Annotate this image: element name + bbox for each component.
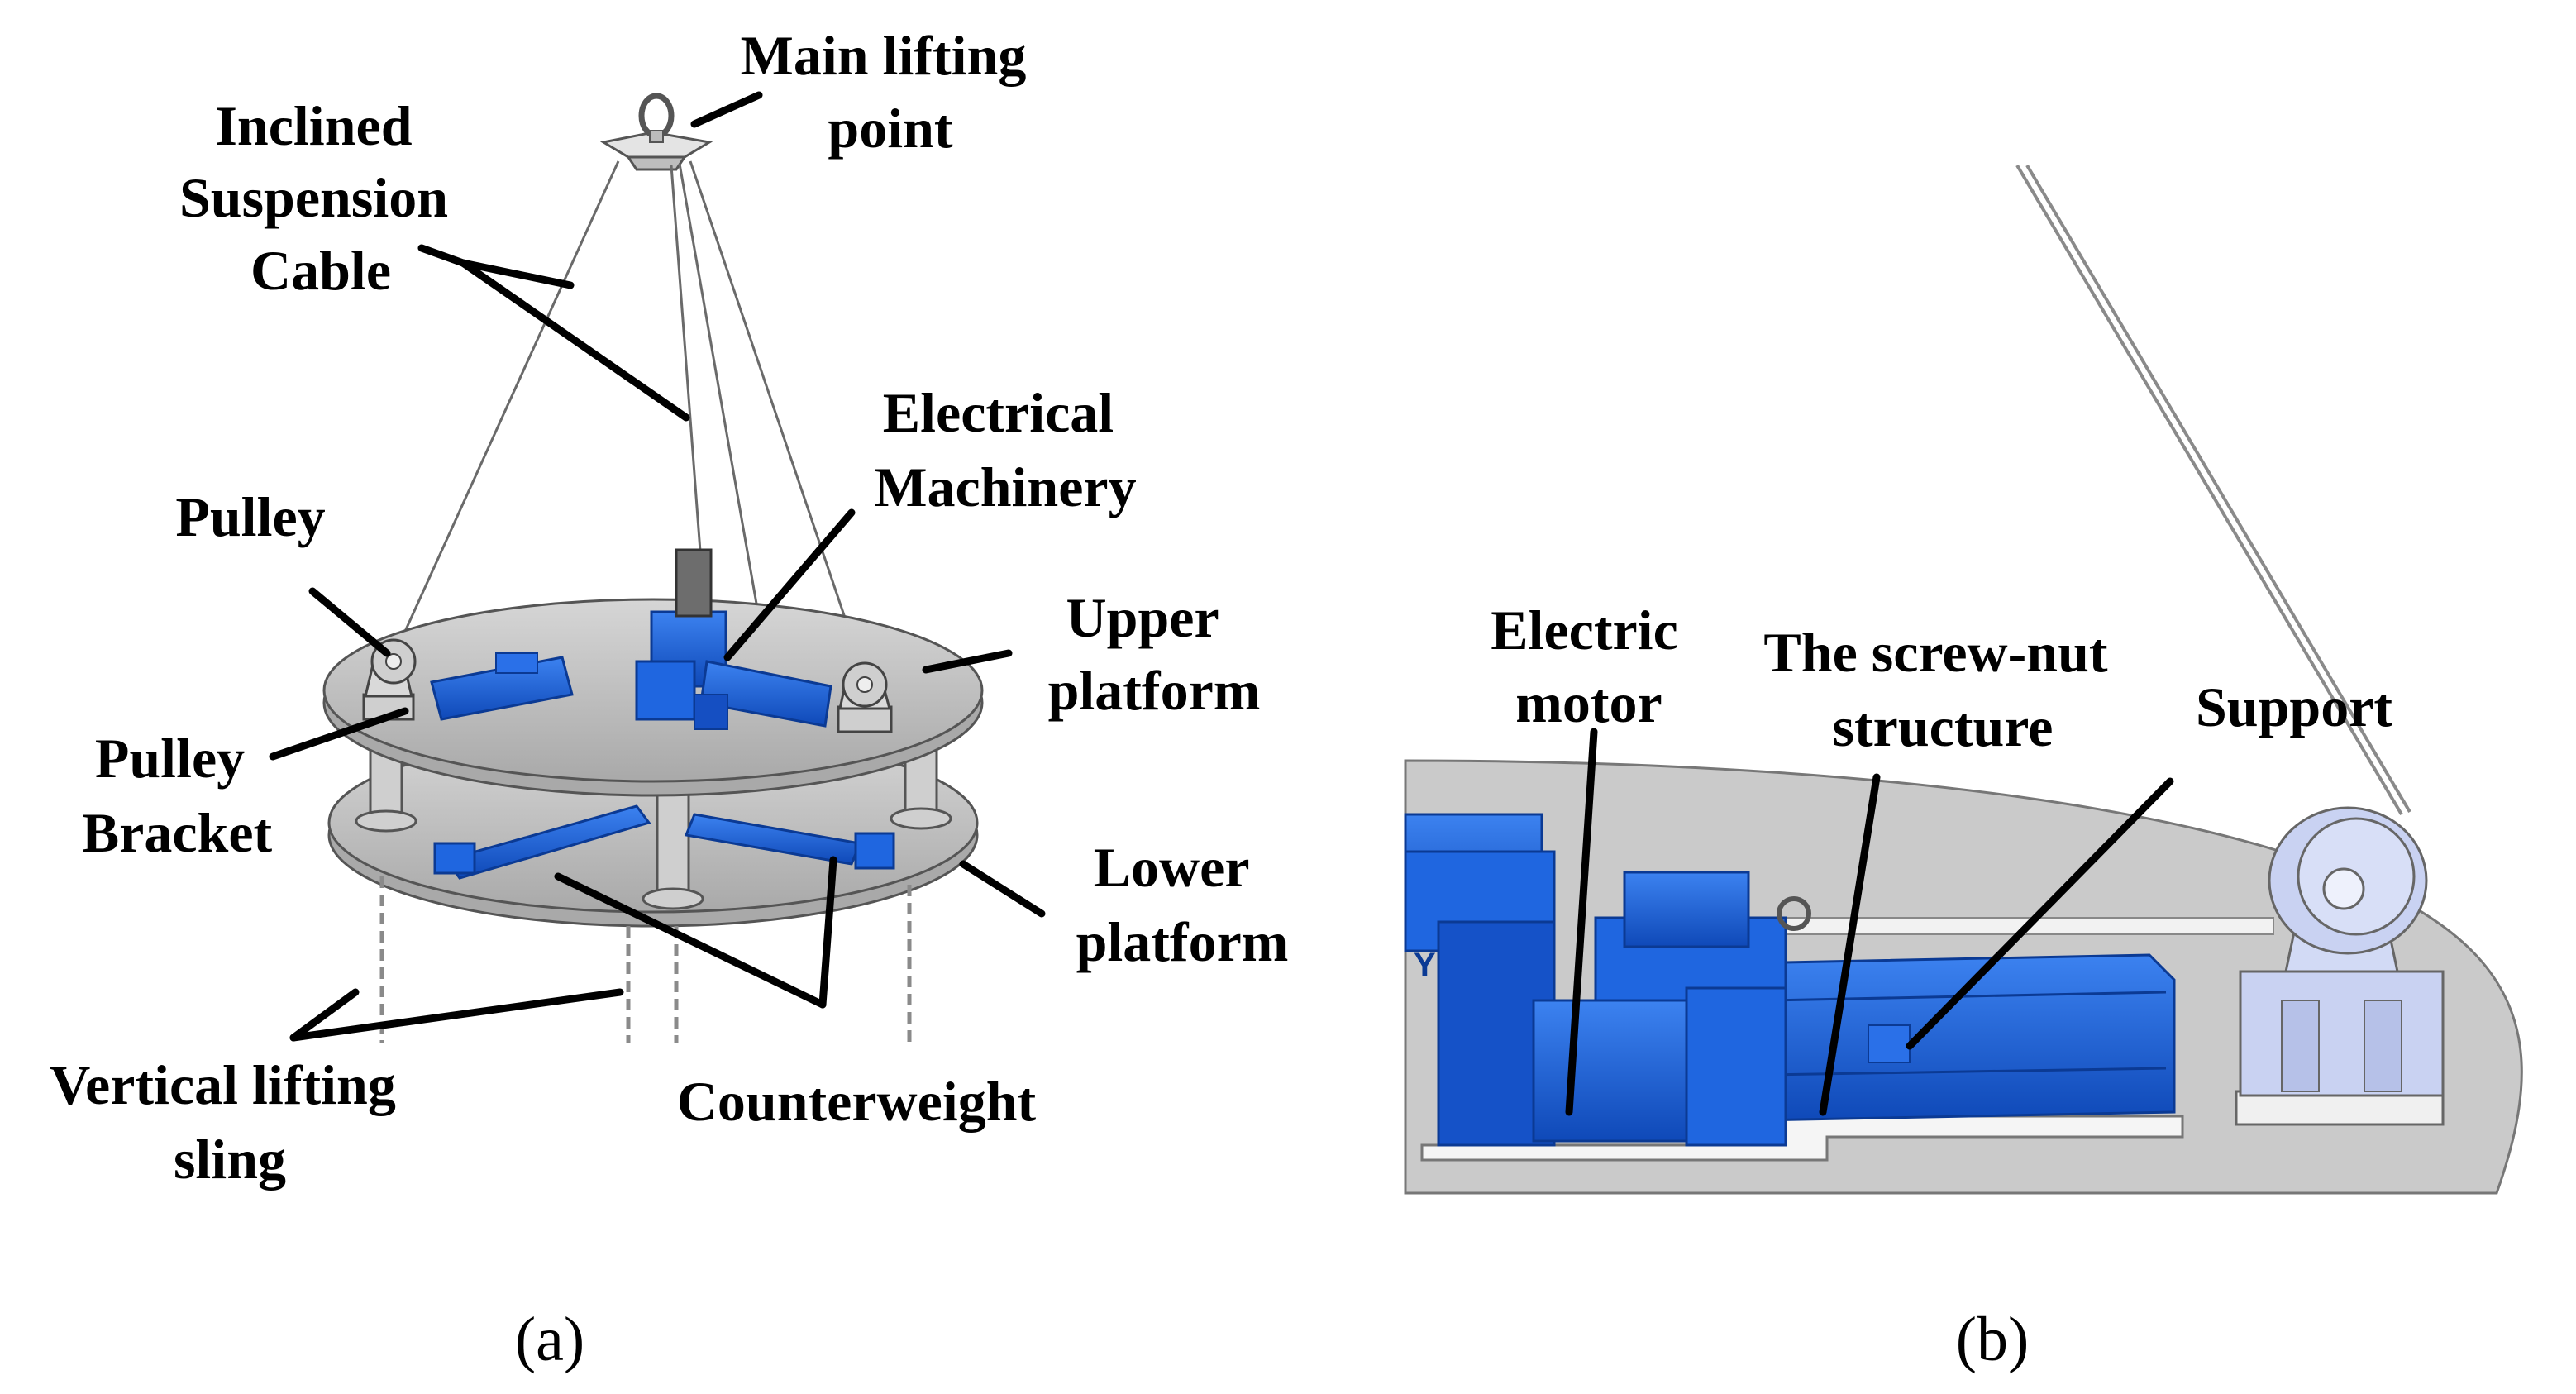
caption-a: (a) — [515, 1305, 584, 1374]
partial-motor-left: YU — [1404, 813, 1556, 983]
vertical-lifting-slings — [379, 876, 912, 1043]
support-pulley — [2235, 806, 2445, 1126]
screw-nut-structure — [1743, 953, 2176, 1122]
caption-b: (b) — [1956, 1305, 2030, 1374]
lower-actuators — [433, 804, 895, 880]
label-pulley-bracket: Pulley Bracket — [82, 727, 273, 864]
label-main-lifting-point: Main lifting point — [741, 24, 1041, 160]
panel-a: Main lifting point Inclined Suspension C… — [50, 24, 1288, 1374]
inclined-suspension-cables — [394, 160, 866, 675]
leader-lines-b — [1565, 728, 2174, 1116]
label-inclined-suspension-cable: Inclined Suspension Cable — [179, 94, 462, 302]
panel-b: YU — [1404, 164, 2523, 1374]
leader-lines-a — [269, 91, 1046, 1042]
label-electric-motor: Electric motor — [1491, 599, 1692, 734]
main-lifting-point-hook — [599, 93, 713, 171]
label-vertical-lifting-sling: Vertical lifting sling — [50, 1053, 410, 1191]
label-screw-nut-structure: The screw-nut structure — [1763, 621, 2121, 758]
label-lower-platform: Lower platform — [1076, 836, 1289, 973]
label-electrical-machinery: Electrical Machinery — [874, 381, 1136, 518]
label-counterweight: Counterweight — [677, 1070, 1037, 1133]
label-support: Support — [2196, 676, 2392, 738]
cable-b — [2015, 164, 2411, 816]
label-pulley: Pulley — [175, 485, 325, 548]
pulley-right — [837, 661, 893, 733]
label-upper-platform: Upper platform — [1048, 586, 1261, 722]
upper-actuator-left — [430, 652, 574, 721]
electrical-machinery — [635, 548, 832, 730]
